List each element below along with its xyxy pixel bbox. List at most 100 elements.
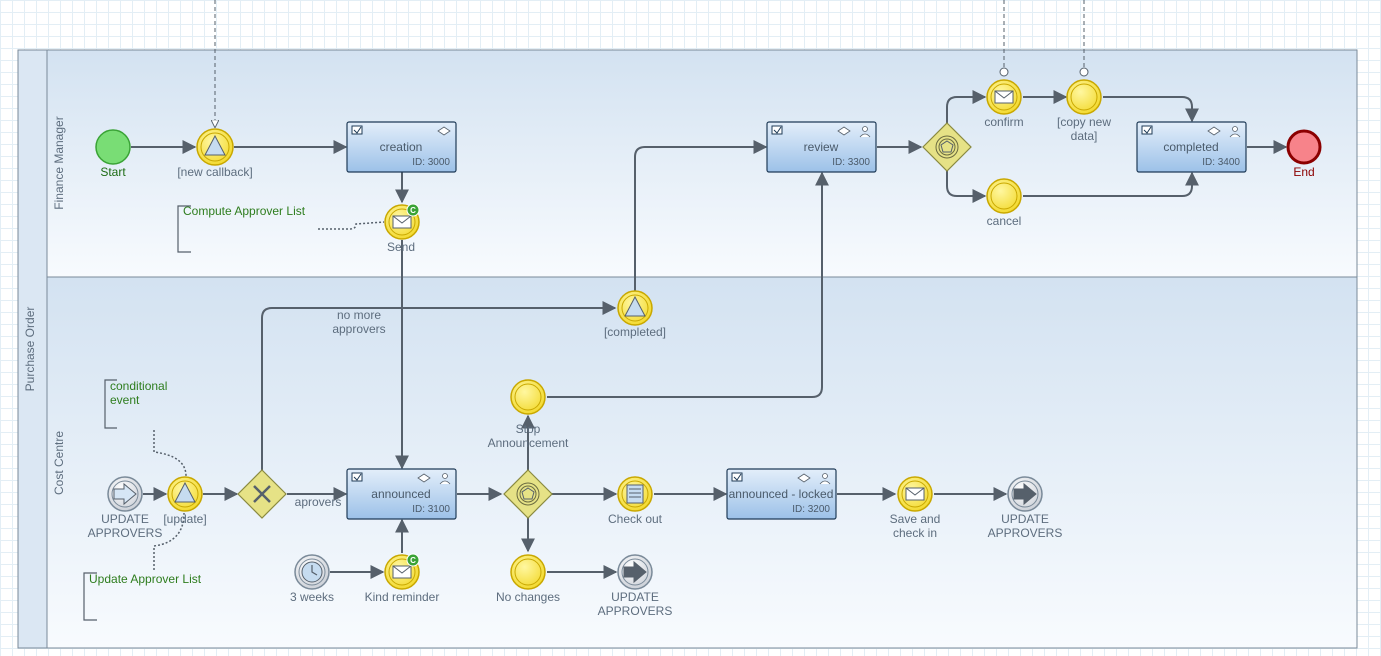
svg-text:C: C: [410, 556, 416, 565]
pool-label: Purchase Order: [23, 307, 37, 392]
task-locked-name: announced - locked: [729, 487, 834, 501]
lane-cost-label: Cost Centre: [52, 431, 66, 495]
start-event[interactable]: [95, 129, 131, 165]
signal-catch-event-update[interactable]: [167, 476, 203, 512]
user-task-icon: [731, 472, 743, 482]
signal-end-update-approvers-mid[interactable]: [617, 554, 653, 590]
task-review[interactable]: review ID: 3300: [766, 121, 877, 173]
message-event-save[interactable]: [897, 476, 933, 512]
end-event[interactable]: [1286, 129, 1322, 165]
sequence-flows: [131, 90, 1288, 579]
flow-label-no-more-2: approvers: [332, 322, 385, 336]
message-event-confirm[interactable]: [986, 79, 1022, 115]
users-icon: [1232, 126, 1238, 132]
update-end-label-1: UPDATE: [1001, 512, 1049, 526]
event-check-out[interactable]: [617, 476, 653, 512]
send-label: Send: [387, 240, 415, 254]
kind-reminder-label: Kind reminder: [365, 590, 440, 604]
task-creation-name: creation: [380, 140, 423, 154]
flow-stop-review: [547, 171, 829, 398]
event-no-changes[interactable]: [510, 554, 546, 590]
form-icon: [1207, 126, 1221, 136]
signal-throw-event-completed[interactable]: [617, 290, 653, 326]
cancel-label: cancel: [987, 214, 1022, 228]
confirm-label: confirm: [984, 115, 1023, 129]
signal-icon: [174, 481, 196, 503]
annotation-update-list: Update Approver List: [83, 512, 202, 621]
task-creation-id: ID: 3000: [412, 157, 450, 168]
task-review-name: review: [804, 140, 839, 154]
form-icon: [797, 473, 811, 483]
compensation-icon: [406, 553, 420, 567]
users-icon: [822, 473, 828, 479]
lane-cost-centre: [46, 276, 1358, 649]
task-creation[interactable]: creation ID: 3000: [346, 121, 457, 173]
stop-label-2: Announcement: [488, 436, 569, 450]
annotation-compute: Compute Approver List: [177, 204, 385, 253]
flow-no-more-approvers: [261, 301, 617, 470]
form-icon: [837, 126, 851, 136]
form-icon: [437, 126, 451, 136]
message-event-send[interactable]: C: [384, 203, 420, 240]
users-icon: [862, 126, 868, 132]
copy-label-1: [copy new: [1057, 115, 1111, 129]
exclusive-gateway[interactable]: [237, 469, 287, 519]
callback-label: [new callback]: [177, 165, 252, 179]
pentagon-icon: [521, 487, 535, 500]
user-task-icon: [351, 125, 363, 135]
annotation-conditional-link: [153, 430, 187, 477]
signal-start-update-approvers[interactable]: [107, 476, 143, 512]
timer-event-3-weeks[interactable]: [294, 554, 330, 590]
flow-gateway-cancel: [946, 171, 987, 203]
task-review-id: ID: 3300: [832, 157, 870, 168]
check-out-label: Check out: [608, 512, 663, 526]
task-announced-locked[interactable]: announced - locked ID: 3200: [726, 468, 837, 520]
message-flows: [215, 0, 1089, 127]
update-mid-label-2: APPROVERS: [598, 604, 673, 618]
event-gateway-finance[interactable]: [922, 122, 972, 172]
svg-text:C: C: [410, 206, 416, 215]
pool-header: [17, 49, 48, 649]
event-gateway-cost[interactable]: [503, 469, 553, 519]
task-completed-name: completed: [1163, 140, 1218, 154]
annotation-conditional: conditional event: [104, 379, 187, 477]
arrow-right-icon: [113, 482, 137, 506]
save-label-1: Save and: [890, 512, 941, 526]
arrow-right-icon: [1013, 482, 1037, 506]
message-event-kind-reminder[interactable]: C: [384, 553, 420, 590]
annotation-conditional-text-1: conditional: [110, 379, 167, 393]
x-icon: [253, 485, 271, 503]
arrow-right-icon: [623, 560, 647, 584]
annotation-update-list-text: Update Approver List: [89, 572, 202, 586]
task-completed[interactable]: completed ID: 3400: [1136, 121, 1247, 173]
user-task-icon: [351, 472, 363, 482]
task-locked-id: ID: 3200: [792, 504, 830, 515]
document-icon: [626, 484, 644, 504]
flow-cancel-completed: [1023, 171, 1199, 197]
copy-label-2: data]: [1071, 129, 1098, 143]
annotation-compute-link: [318, 221, 385, 230]
update-start-label-2: APPROVERS: [88, 526, 163, 540]
annotation-update-list-link: [153, 512, 185, 570]
signal-icon: [624, 295, 646, 317]
task-completed-id: ID: 3400: [1202, 157, 1240, 168]
update-mid-label-1: UPDATE: [611, 590, 659, 604]
task-announced[interactable]: announced ID: 3100: [346, 468, 457, 520]
flow-copy-completed: [1103, 96, 1199, 123]
update-start-label-1: UPDATE: [101, 512, 149, 526]
signal-end-update-approvers[interactable]: [1007, 476, 1043, 512]
message-flow-copy-origin: [1079, 67, 1089, 77]
pentagon-icon: [940, 140, 954, 153]
event-stop-announcement[interactable]: [510, 379, 546, 415]
event-copy-new-data[interactable]: [1066, 79, 1102, 115]
stop-label-1: Stop: [516, 422, 541, 436]
signal-icon: [204, 134, 226, 156]
annotation-conditional-text-2: event: [110, 393, 140, 407]
event-cancel[interactable]: [986, 178, 1022, 214]
message-flow-confirm-origin: [999, 67, 1009, 77]
three-weeks-label: 3 weeks: [290, 590, 334, 604]
annotation-compute-text: Compute Approver List: [183, 204, 306, 218]
signal-catch-event-callback[interactable]: [196, 128, 234, 166]
lane-finance-label: Finance Manager: [52, 116, 66, 209]
